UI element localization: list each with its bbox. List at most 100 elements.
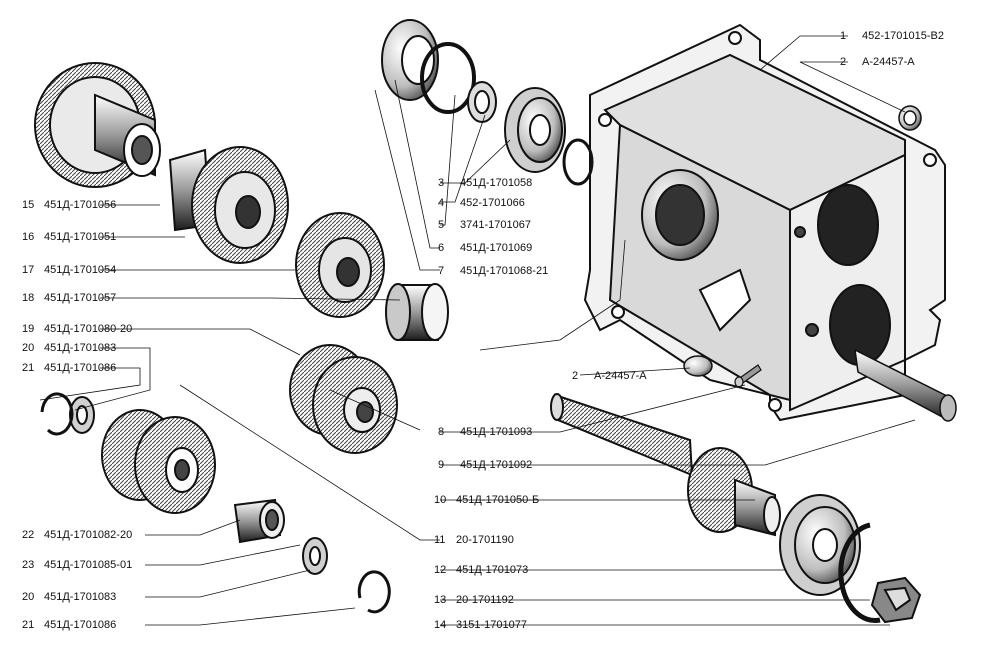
callout-number: 12 [434,564,447,576]
callout-11: 11 20-1701190 [434,534,514,546]
part-code: 451Д-1701086 [44,362,117,374]
callout-12: 12 451Д-1701073 [434,564,528,576]
gear-16 [168,146,289,264]
callout-number: 14 [434,619,447,631]
callout-2-top: 2 А-24457-А [840,56,915,68]
callout-23: 23 451Д-1701085-01 [22,559,132,571]
callout-number: 3 [438,177,445,189]
callout-number: 21 [22,362,35,374]
callout-number: 7 [438,265,445,277]
callout-17: 17 451Д-1701054 [22,264,116,276]
part-code: 451Д-1701050-Б [456,494,540,506]
callout-number: 19 [22,323,35,335]
callout-number: 17 [22,264,35,276]
callout-number: 2 [572,370,579,382]
nut-14 [870,576,922,624]
part-code: 451Д-1701069 [460,242,533,254]
callout-number: 20 [22,591,35,603]
gear-block-19 [289,344,398,454]
ball-bearing-top [504,87,566,173]
callout-13: 13 20-1701192 [434,594,514,606]
part-code: А-24457-А [862,56,915,68]
part-code: 452-1701066 [460,197,525,209]
part-code: 451Д-1701083 [44,591,117,603]
part-code: 452-1701015-В2 [862,30,944,42]
spacer-20-lower [302,537,328,575]
gear-block-22 [101,409,216,514]
nut [467,81,497,123]
callout-number: 22 [22,529,35,541]
callout-number: 1 [840,30,847,42]
part-code: 451Д-1701058 [460,177,533,189]
part-code: 451Д-1701057 [44,292,117,304]
circlip-21-lower [357,570,391,614]
gear-15 [34,62,161,188]
gearbox-housing [583,23,946,422]
callout-2-middle: 2 А-24457-А [572,370,647,382]
part-code: 451Д-1701080-20 [44,323,133,335]
part-code: 451Д-1701083 [44,342,117,354]
leader-lines [39,35,916,626]
part-code: А-24457-А [594,370,647,382]
callout-number: 9 [438,459,445,471]
callout-7: 7 451Д-1701068-21 [438,265,548,277]
small-bolt [734,364,762,388]
needle-bearing-23 [233,498,285,544]
o-ring-large [420,42,476,114]
spacer-20-upper [69,396,95,434]
callout-number: 4 [438,197,445,209]
callout-6: 6 451Д-1701069 [438,242,532,254]
part-code: 451Д-1701082-20 [44,529,133,541]
callout-16: 16 451Д-1701051 [22,231,116,243]
plug-middle [683,355,713,377]
part-code: 451Д-1701054 [44,264,117,276]
o-ring-small [562,138,594,186]
part-code: 451Д-1701086 [44,619,117,631]
oil-seal [381,19,439,101]
circlip-21-upper [40,392,74,436]
callout-19: 19 451Д-1701080-20 [22,323,132,335]
part-code: 451Д-1701085-01 [44,559,133,571]
bushing-18 [385,283,449,341]
callout-number: 15 [22,199,35,211]
part-code: 451Д-1701068-21 [460,265,549,277]
callout-20-upper: 20 451Д-1701083 [22,342,116,354]
callout-10: 10 451Д-1701050-Б [434,494,539,506]
callout-number: 8 [438,426,445,438]
callout-22: 22 451Д-1701082-20 [22,529,132,541]
part-code: 451Д-1701056 [44,199,117,211]
callout-number: 13 [434,594,447,606]
part-code: 451Д-1701093 [460,426,533,438]
housing-output-shaft [854,348,957,422]
callout-number: 10 [434,494,447,506]
part-code: 451Д-1701051 [44,231,117,243]
callout-5: 5 3741-1701067 [438,219,531,231]
part-code: 3741-1701067 [460,219,531,231]
gear-17 [295,212,385,318]
part-code: 451Д-1701073 [456,564,529,576]
callout-21-upper: 21 451Д-1701086 [22,362,116,374]
callout-number: 6 [438,242,445,254]
lock-washer-13 [838,522,881,623]
callout-20-lower: 20 451Д-1701083 [22,591,116,603]
callout-4: 4 452-1701066 [438,197,525,209]
callout-number: 18 [22,292,35,304]
callout-number: 23 [22,559,35,571]
callout-number: 11 [434,534,446,546]
callout-number: 16 [22,231,35,243]
callout-number: 5 [438,219,445,231]
callout-14: 14 3151-1701077 [434,619,527,631]
splined-shaft-10 [550,393,781,537]
part-code: 20-1701190 [456,534,514,546]
plug-top [898,105,922,131]
callout-1: 1 452-1701015-В2 [840,30,944,42]
part-code: 3151-1701077 [456,619,527,631]
callout-number: 20 [22,342,35,354]
part-code: 20-1701192 [456,594,514,606]
callout-number: 2 [840,56,847,68]
callout-8: 8 451Д-1701093 [438,426,532,438]
callout-number: 21 [22,619,35,631]
callout-21-lower: 21 451Д-1701086 [22,619,116,631]
callout-3: 3 451Д-1701058 [438,177,532,189]
